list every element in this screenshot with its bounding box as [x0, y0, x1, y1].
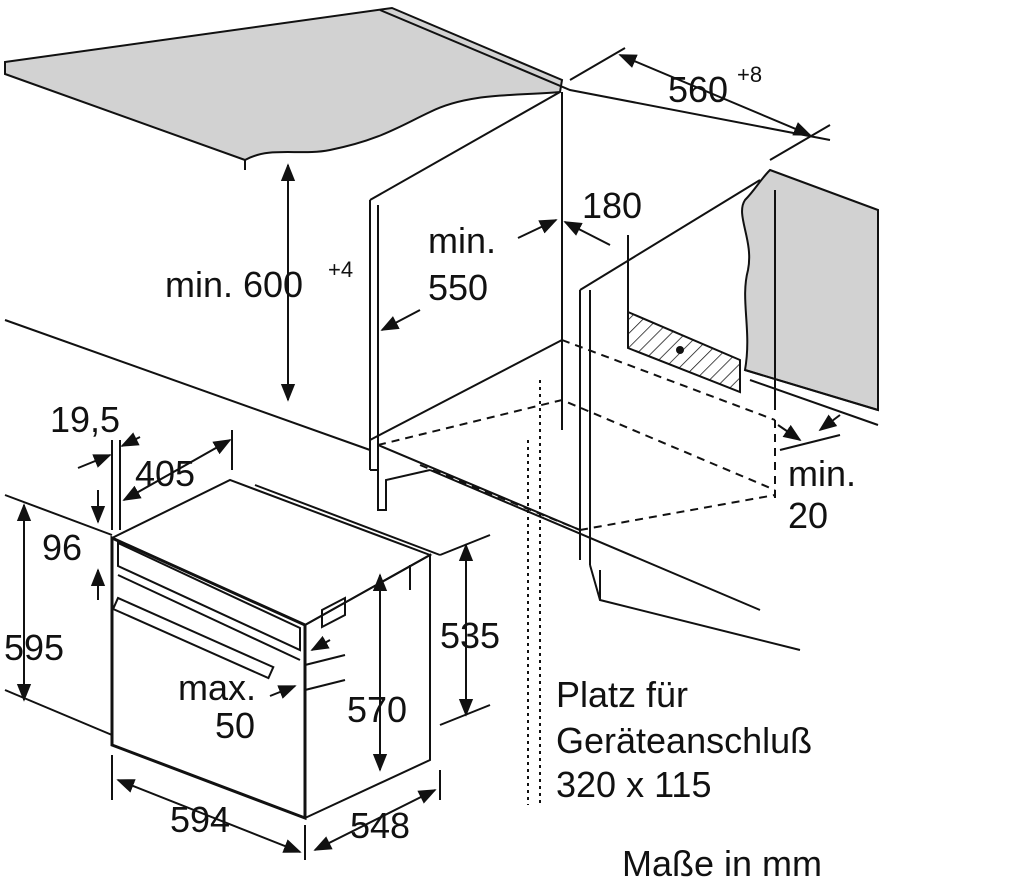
oven-depth-label: 548 — [350, 805, 410, 846]
connection-offset-label: 180 — [582, 185, 642, 226]
oven-width-label: 594 — [170, 799, 230, 840]
body-height-front-label: 570 — [347, 689, 407, 730]
countertop-right — [741, 168, 879, 412]
units-note: Maße in mm — [622, 843, 822, 884]
oven — [110, 478, 441, 821]
clearance-value-label: 50 — [215, 705, 255, 746]
gap-min-label: min. — [788, 453, 856, 494]
connection-note-line2: Geräteanschluß — [556, 720, 812, 761]
body-height-back-label: 535 — [440, 615, 500, 656]
niche-width-tolerance: +8 — [737, 62, 762, 87]
connection-note-line3: 320 x 115 — [556, 764, 711, 805]
countertop-left — [4, 6, 564, 162]
oven-handle — [111, 596, 275, 680]
clearance-max-label: max. — [178, 667, 256, 708]
oven-height-label: 595 — [4, 627, 64, 668]
niche-height-tolerance: +4 — [328, 257, 353, 282]
handle-width-label: 405 — [135, 453, 195, 494]
connection-area — [627, 310, 741, 394]
hidden-edges — [377, 339, 776, 805]
niche-depth-value-label: 550 — [428, 267, 488, 308]
niche-height-label: min. 600 — [165, 264, 303, 305]
front-thickness-label: 19,5 — [50, 399, 120, 440]
niche-depth-min-label: min. — [428, 220, 496, 261]
gap-value-label: 20 — [788, 495, 828, 536]
connection-socket-icon — [676, 346, 684, 354]
top-offset-label: 96 — [42, 527, 82, 568]
cabinet-frame — [4, 9, 879, 651]
dimension-lines — [4, 47, 841, 860]
connection-note-line1: Platz für — [556, 674, 688, 715]
niche-width-label: 560 — [668, 69, 728, 110]
